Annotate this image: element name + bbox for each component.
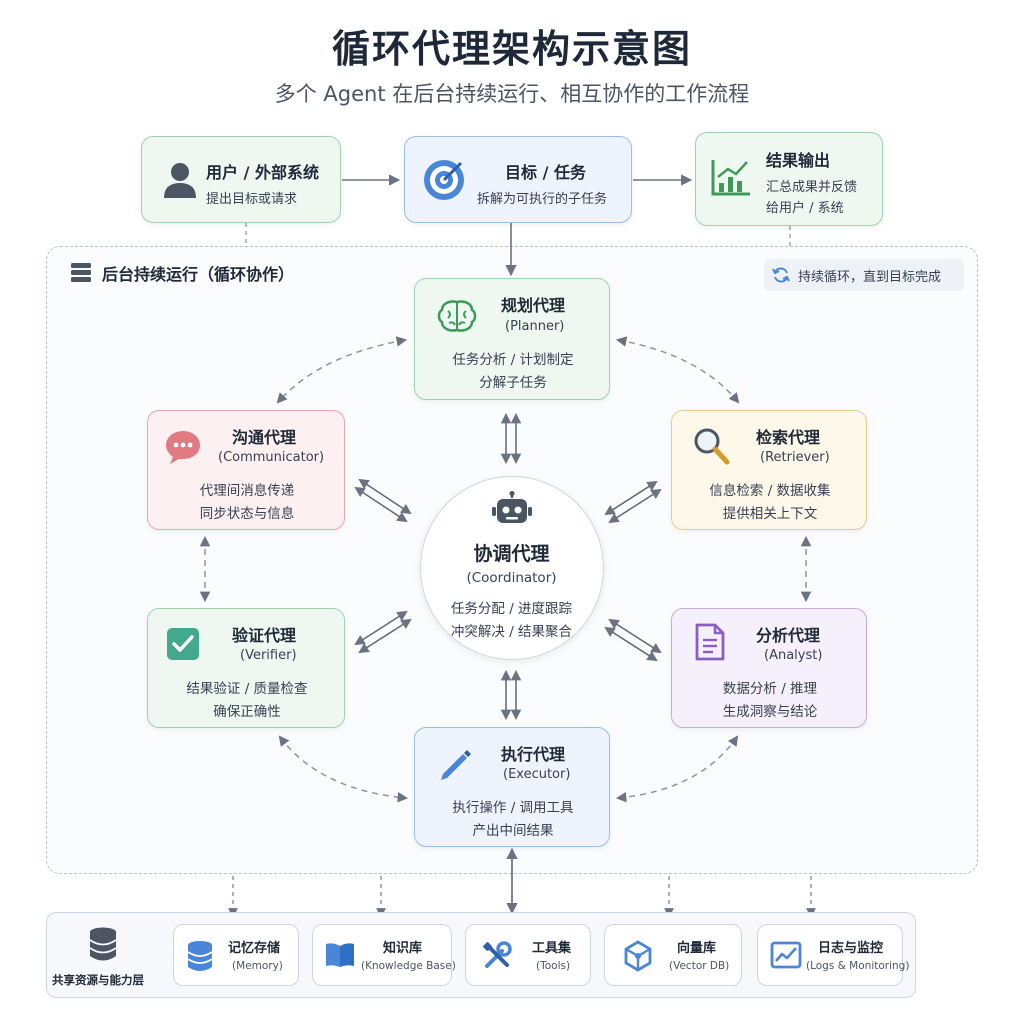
resource-logs-monitoring-name: 日志与监控	[818, 941, 884, 956]
pencil-icon	[441, 750, 471, 780]
output-card-desc-1: 汇总成果并反馈	[766, 180, 858, 195]
communicator-desc-2: 同步状态与信息	[199, 506, 295, 522]
loop-planner-communicator	[276, 336, 408, 404]
analyst-desc-1: 数据分析 / 推理	[722, 681, 818, 697]
output-card-title: 结果输出	[766, 151, 831, 170]
coordinator-desc-2: 冲突解决 / 结果聚合	[450, 624, 573, 640]
communicator-desc-1: 代理间消息传递	[199, 483, 295, 499]
shared-resources-label: 共享资源与能力层	[52, 973, 144, 987]
resource-memory-en: (Memory)	[232, 960, 283, 972]
refresh-icon	[772, 267, 790, 283]
loop-analyst-executor	[615, 735, 739, 803]
resource-vector-db: 向量库 (Vector DB)	[604, 924, 742, 986]
user-card-title: 用户 / 外部系统	[206, 163, 319, 182]
loop-verifier-executor	[278, 735, 409, 803]
planner-desc-1: 任务分析 / 计划制定	[452, 352, 574, 368]
chat-bubble-icon	[166, 431, 200, 464]
verifier-en: (Verifier)	[240, 648, 297, 663]
verifier-agent-card: 验证代理 (Verifier) 结果验证 / 质量检查 确保正确性	[147, 608, 345, 728]
resource-tools-name: 工具集	[532, 941, 572, 956]
goal-card: 目标 / 任务 拆解为可执行的子任务	[404, 136, 632, 223]
communicator-en: (Communicator)	[218, 450, 325, 465]
open-book-icon	[326, 943, 354, 967]
analyst-title: 分析代理	[756, 626, 821, 645]
executor-desc-1: 执行操作 / 调用工具	[452, 800, 574, 816]
checkbox-icon	[167, 628, 199, 660]
memory-database-icon	[187, 941, 213, 971]
planner-en: (Planner)	[505, 319, 565, 334]
background-region-label: 后台持续运行（循环协作）	[102, 265, 295, 284]
brain-icon	[437, 300, 477, 332]
communicator-agent-card: 沟通代理 (Communicator) 代理间消息传递 同步状态与信息	[147, 410, 345, 530]
resource-memory-name: 记忆存储	[228, 941, 281, 956]
executor-title: 执行代理	[501, 745, 566, 764]
user-icon	[164, 163, 196, 198]
chart-growth-icon	[711, 160, 750, 196]
server-stack-icon	[71, 263, 91, 282]
resource-tools: 工具集 (Tools)	[465, 924, 591, 986]
resource-vector-db-name: 向量库	[677, 941, 717, 956]
coordinator-title: 协调代理	[473, 543, 550, 565]
analyst-en: (Analyst)	[764, 648, 823, 663]
verifier-title: 验证代理	[232, 626, 297, 645]
communicator-title: 沟通代理	[232, 428, 297, 447]
loop-badge-text: 持续循环，直到目标完成	[798, 270, 942, 285]
loop-badge: 持续循环，直到目标完成	[764, 259, 964, 291]
retriever-desc-2: 提供相关上下文	[722, 506, 818, 522]
planner-agent-card: 规划代理 (Planner) 任务分析 / 计划制定 分解子任务	[414, 278, 610, 400]
tools-icon	[483, 941, 512, 968]
coordinator-desc-1: 任务分配 / 进度跟踪	[450, 601, 573, 617]
page-title: 循环代理架构示意图	[331, 27, 692, 71]
executor-agent-card: 执行代理 (Executor) 执行操作 / 调用工具 产出中间结果	[414, 727, 610, 847]
document-icon	[695, 623, 725, 661]
executor-desc-2: 产出中间结果	[472, 823, 554, 839]
executor-en: (Executor)	[503, 767, 571, 782]
resource-memory: 记忆存储 (Memory)	[173, 924, 299, 986]
user-card: 用户 / 外部系统 提出目标或请求	[141, 136, 341, 223]
analyst-agent-card: 分析代理 (Analyst) 数据分析 / 推理 生成洞察与结论	[671, 608, 867, 728]
output-card: 结果输出 汇总成果并反馈 给用户 / 系统	[695, 132, 883, 226]
coordinator-agent-card: 协调代理 (Coordinator) 任务分配 / 进度跟踪 冲突解决 / 结果…	[420, 476, 604, 660]
goal-card-title: 目标 / 任务	[505, 163, 586, 182]
cube-network-icon	[624, 940, 652, 972]
analyst-desc-2: 生成洞察与结论	[722, 704, 818, 720]
planner-desc-2: 分解子任务	[479, 375, 547, 391]
retriever-en: (Retriever)	[760, 450, 830, 465]
coordinator-en: (Coordinator)	[466, 570, 557, 586]
resource-vector-db-en: (Vector DB)	[669, 960, 730, 972]
database-icon	[89, 927, 117, 961]
verifier-desc-2: 确保正确性	[213, 704, 281, 720]
retriever-agent-card: 检索代理 (Retriever) 信息检索 / 数据收集 提供相关上下文	[671, 410, 867, 530]
page-subtitle: 多个 Agent 在后台持续运行、相互协作的工作流程	[274, 82, 750, 106]
output-card-desc-2: 给用户 / 系统	[766, 201, 844, 216]
loop-planner-retriever	[615, 336, 740, 404]
robot-icon	[492, 491, 532, 523]
resource-tools-en: (Tools)	[536, 960, 571, 972]
target-icon	[424, 160, 464, 200]
user-card-desc: 提出目标或请求	[206, 192, 298, 207]
monitor-chart-icon	[770, 941, 802, 969]
verifier-desc-1: 结果验证 / 质量检查	[186, 681, 308, 697]
planner-title: 规划代理	[501, 296, 566, 315]
resource-logs-monitoring-en: (Logs & Monitoring)	[806, 960, 910, 972]
retriever-desc-1: 信息检索 / 数据收集	[709, 483, 831, 499]
magnifier-icon	[694, 428, 730, 465]
resource-knowledge-base: 知识库 (Knowledge Base)	[312, 924, 456, 986]
goal-card-desc: 拆解为可执行的子任务	[477, 192, 608, 207]
resource-knowledge-base-en: (Knowledge Base)	[361, 960, 456, 972]
resource-knowledge-base-name: 知识库	[383, 941, 423, 956]
retriever-title: 检索代理	[756, 428, 821, 447]
resource-logs-monitoring: 日志与监控 (Logs & Monitoring)	[757, 924, 909, 986]
